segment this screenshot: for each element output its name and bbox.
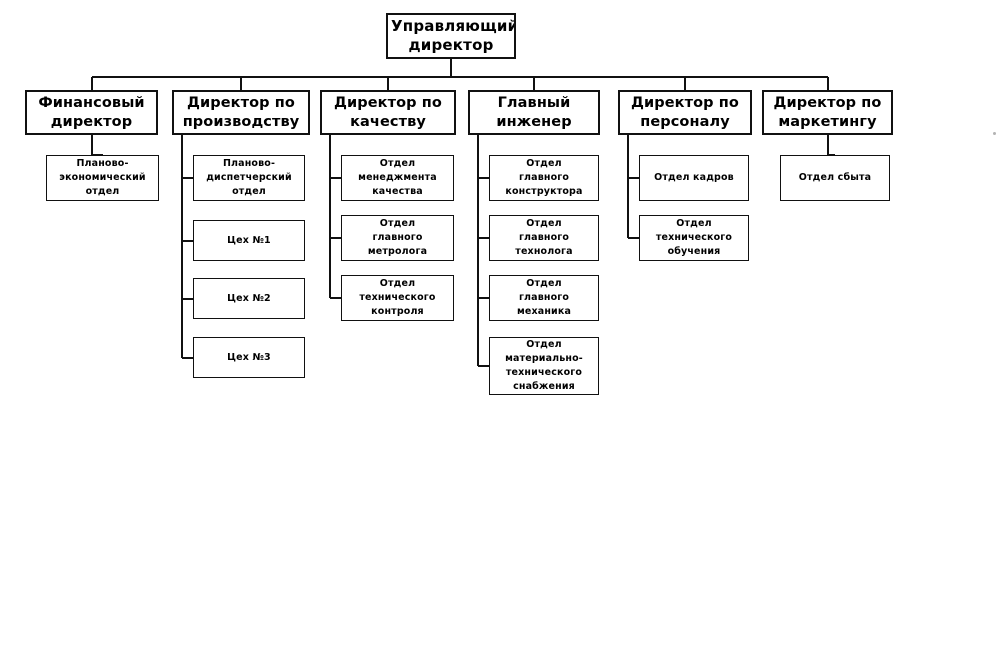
node-quality-director[interactable]: Директор по качеству xyxy=(320,90,456,135)
node-label: Отдел главного технолога xyxy=(515,218,573,257)
node-label: Директор по производству xyxy=(182,95,300,130)
node-label: Планово- экономический отдел xyxy=(59,158,146,197)
node-managing-director[interactable]: Управляющий директор xyxy=(386,13,516,59)
node-label: Отдел технического контроля xyxy=(359,278,436,317)
node-label: Отдел главного конструктора xyxy=(505,158,583,197)
node-chief-engineer[interactable]: Главный инженер xyxy=(468,90,600,135)
node-planning-dispatch-dept[interactable]: Планово- диспетчерский отдел xyxy=(193,155,305,201)
node-workshop-2[interactable]: Цех №2 xyxy=(193,278,305,319)
node-label: Отдел главного механика xyxy=(516,278,572,317)
node-label: Отдел технического обучения xyxy=(655,218,733,257)
node-personnel-dept[interactable]: Отдел кадров xyxy=(639,155,749,201)
stray-mark xyxy=(993,132,996,135)
node-finance-director[interactable]: Финансовый директор xyxy=(25,90,158,135)
node-label: Директор по маркетингу xyxy=(773,95,882,130)
node-chief-technologist-dept[interactable]: Отдел главного технолога xyxy=(489,215,599,261)
node-workshop-3[interactable]: Цех №3 xyxy=(193,337,305,378)
node-label: Директор по качеству xyxy=(333,95,442,130)
node-label: Цех №3 xyxy=(227,351,271,363)
node-label: Планово- диспетчерский отдел xyxy=(206,158,292,197)
node-label: Директор по персоналу xyxy=(630,95,739,130)
node-workshop-1[interactable]: Цех №1 xyxy=(193,220,305,261)
node-material-supply-dept[interactable]: Отдел материально- технического снабжени… xyxy=(489,337,599,395)
node-label: Управляющий директор xyxy=(391,17,516,54)
node-label: Отдел кадров xyxy=(654,172,734,184)
node-sales-dept[interactable]: Отдел сбыта xyxy=(780,155,890,201)
node-quality-management-dept[interactable]: Отдел менеджмента качества xyxy=(341,155,454,201)
node-chief-metrologist-dept[interactable]: Отдел главного метролога xyxy=(341,215,454,261)
node-label: Финансовый директор xyxy=(38,95,145,130)
node-chief-mechanic-dept[interactable]: Отдел главного механика xyxy=(489,275,599,321)
node-chief-designer-dept[interactable]: Отдел главного конструктора xyxy=(489,155,599,201)
node-technical-training-dept[interactable]: Отдел технического обучения xyxy=(639,215,749,261)
node-technical-control-dept[interactable]: Отдел технического контроля xyxy=(341,275,454,321)
node-label: Отдел главного метролога xyxy=(367,218,428,257)
node-label: Отдел менеджмента качества xyxy=(358,158,437,197)
node-label: Цех №1 xyxy=(227,234,271,246)
node-label: Цех №2 xyxy=(227,292,271,304)
node-label: Главный инженер xyxy=(496,95,572,130)
node-planning-economic-dept[interactable]: Планово- экономический отдел xyxy=(46,155,159,201)
node-marketing-director[interactable]: Директор по маркетингу xyxy=(762,90,893,135)
node-label: Отдел материально- технического снабжени… xyxy=(505,339,583,392)
node-production-director[interactable]: Директор по производству xyxy=(172,90,310,135)
node-hr-director[interactable]: Директор по персоналу xyxy=(618,90,752,135)
node-label: Отдел сбыта xyxy=(798,172,872,184)
